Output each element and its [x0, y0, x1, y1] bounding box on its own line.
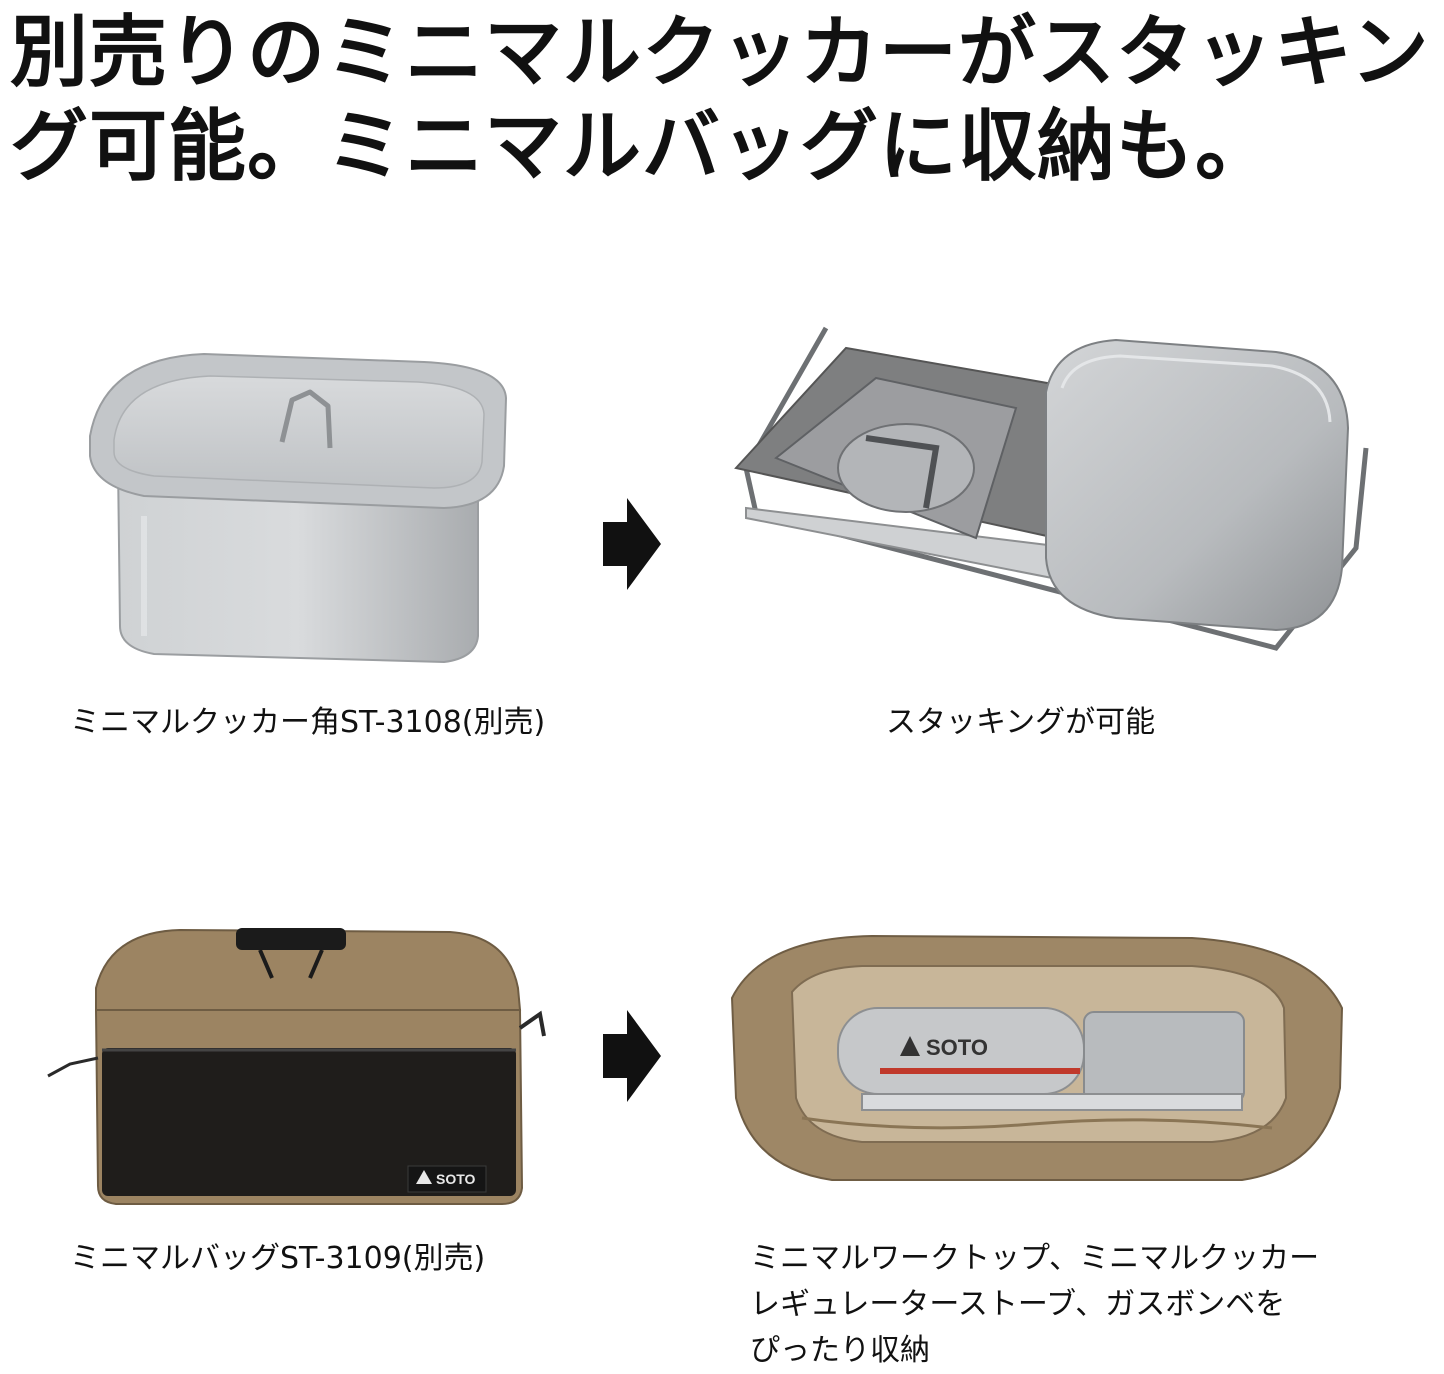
arrow-right-icon — [603, 498, 661, 590]
bag-caption: ミニマルバッグST-3109(別売) — [70, 1241, 486, 1276]
headline: 別売りのミニマルクッカーがスタッキン グ可能。ミニマルバッグに収納も。 — [10, 6, 1430, 194]
cooker-photo — [89, 352, 508, 664]
headline-line-1: 別売りのミニマルクッカーがスタッキン — [10, 8, 1430, 98]
stored-caption: ミニマルワークトップ、ミニマルクッカー レギュレーターストーブ、ガスボンベを ぴ… — [750, 1236, 1319, 1374]
stacking-caption: スタッキングが可能 — [886, 705, 1156, 740]
stored-photo: SOTO — [730, 934, 1344, 1181]
stored-caption-line-3: ぴったり収納 — [750, 1333, 930, 1368]
stored-caption-line-2: レギュレーターストーブ、ガスボンベを — [750, 1287, 1286, 1322]
cooker-caption: ミニマルクッカー角ST-3108(別売) — [70, 705, 546, 740]
arrow-right-icon — [603, 1010, 661, 1102]
bag-logo-text: SOTO — [436, 1171, 476, 1187]
bag-photo: SOTO — [47, 928, 546, 1205]
stacking-photo — [734, 326, 1369, 651]
gas-can-logo-text: SOTO — [926, 1035, 988, 1060]
headline-line-2: グ可能。ミニマルバッグに収納も。 — [10, 102, 1275, 192]
stored-caption-line-1: ミニマルワークトップ、ミニマルクッカー — [750, 1241, 1320, 1276]
